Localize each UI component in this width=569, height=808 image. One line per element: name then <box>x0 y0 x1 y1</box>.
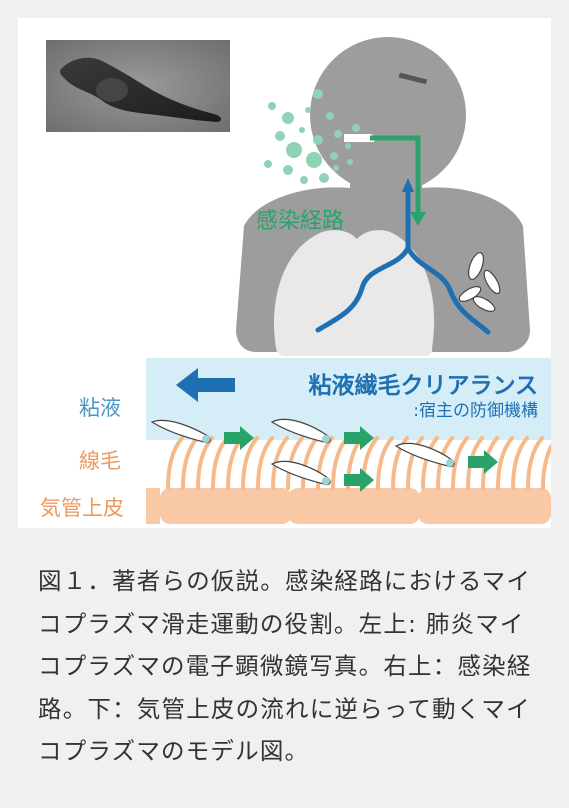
droplet <box>347 159 353 165</box>
clearance-title: 粘液繊毛クリアランス <box>308 372 538 399</box>
cilium <box>526 436 544 490</box>
droplet <box>299 127 305 133</box>
route-label: 感染経路 <box>256 209 344 234</box>
droplet <box>313 89 323 99</box>
droplet <box>313 135 323 145</box>
cilium <box>376 436 394 490</box>
droplet <box>306 152 322 168</box>
cilium <box>211 436 229 490</box>
figure-caption: 図１．著者らの仮説。感染経路におけるマイコプラズマ滑走運動の役割。左上: 肺炎マ… <box>38 567 532 765</box>
airway <box>315 183 491 335</box>
droplet <box>352 124 360 132</box>
cilium <box>241 436 259 490</box>
droplet <box>264 160 272 168</box>
cilium <box>511 436 529 490</box>
droplet <box>268 102 276 110</box>
cilium <box>301 436 319 490</box>
cilium <box>541 443 551 490</box>
label-epithelium: 気管上皮 <box>40 496 124 520</box>
inhalation-path <box>370 135 426 226</box>
droplet <box>334 130 342 138</box>
figure-illustration: 感染経路 <box>40 37 551 524</box>
droplet <box>333 165 339 171</box>
cilium <box>406 436 424 490</box>
droplet <box>305 107 311 113</box>
label-cilia: 線毛 <box>79 449 121 473</box>
airway-up-arrow <box>402 178 414 192</box>
epithelium <box>160 488 551 524</box>
gliding-bacteria <box>150 418 498 492</box>
cilium <box>196 436 214 490</box>
electron-micrograph <box>46 40 230 132</box>
cilium <box>391 436 409 490</box>
flow-arrow <box>176 368 235 402</box>
lungs <box>273 230 435 356</box>
epithelium-edge <box>146 488 160 524</box>
droplet <box>283 165 293 175</box>
cilium <box>181 436 199 490</box>
lung-bacteria <box>458 252 501 312</box>
cilium <box>166 436 184 490</box>
mucus-layer <box>146 358 551 440</box>
cilium <box>451 436 469 490</box>
clearance-subtitle: :宿主の防御機構 <box>413 401 538 421</box>
droplet <box>275 131 285 141</box>
droplet <box>345 143 351 149</box>
figure-panel: 感染経路 <box>18 18 551 528</box>
caption-box: 図１．著者らの仮説。感染経路におけるマイコプラズマ滑走運動の役割。左上: 肺炎マ… <box>18 528 551 790</box>
droplet <box>319 173 329 183</box>
cilium <box>256 436 274 490</box>
droplet <box>326 112 334 120</box>
cilium <box>226 436 244 490</box>
cilium <box>271 436 289 490</box>
droplet <box>282 112 294 124</box>
droplet <box>300 176 308 184</box>
cilium <box>496 436 514 490</box>
cilium <box>286 436 304 490</box>
droplets <box>264 89 360 184</box>
droplet <box>286 142 302 158</box>
label-mucus: 粘液 <box>79 396 121 420</box>
droplet <box>330 152 338 160</box>
